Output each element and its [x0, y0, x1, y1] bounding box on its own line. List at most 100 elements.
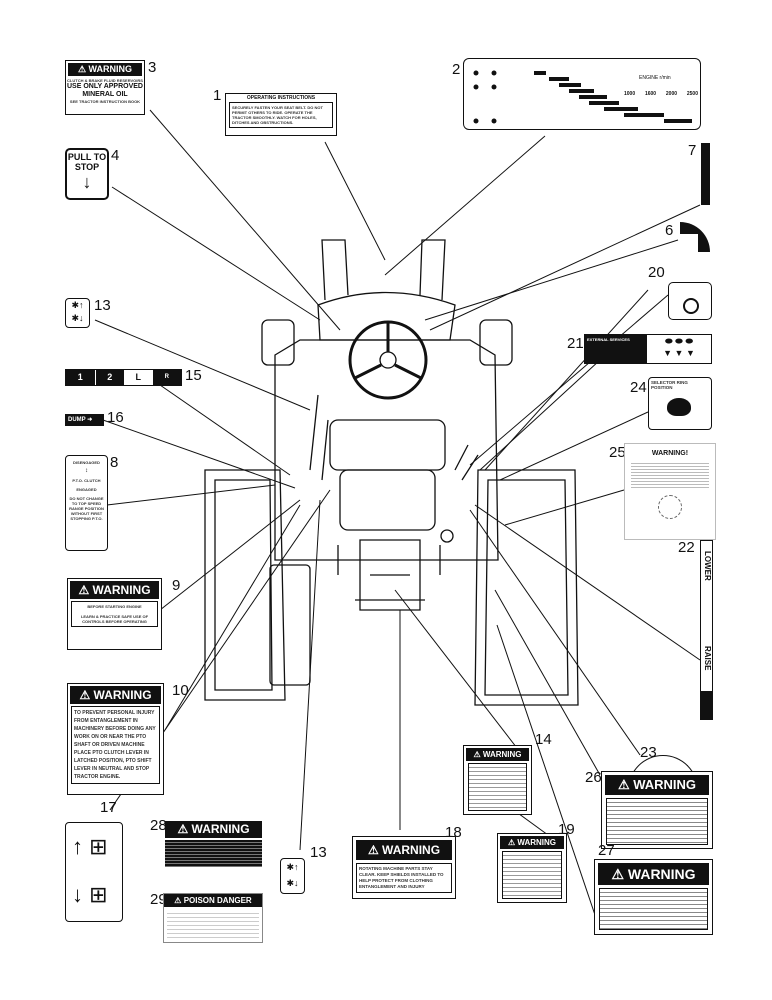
callout-6: 6	[665, 222, 674, 239]
callout-22: 22	[678, 539, 695, 556]
steering-hub	[379, 351, 397, 369]
rpm-tick: 1600	[644, 91, 657, 97]
engine-label: ENGINE r/min	[639, 75, 671, 81]
hitch-symbol-icon	[658, 495, 682, 519]
decal-body: ROTATING MACHINE PARTS STAY CLEAR. KEEP …	[356, 863, 452, 893]
decal-14-warning: ⚠ WARNING	[463, 745, 532, 815]
seat-cushion	[339, 469, 436, 531]
decal-line: MINERAL OIL	[82, 91, 128, 98]
front-left-tire	[261, 319, 295, 366]
rear-left-tire	[204, 469, 286, 701]
callout-2: 2	[452, 61, 461, 78]
decal-title: WARNING!	[651, 450, 689, 457]
callout-1: 1	[213, 87, 222, 104]
warning-header: ⚠ WARNING	[70, 581, 159, 599]
decal-line: STOP	[74, 162, 100, 172]
callout-10: 10	[172, 682, 189, 699]
rpm-tick: 2000	[665, 91, 678, 97]
callout-13: 13	[94, 297, 111, 314]
decal-body: SECURELY FASTEN YOUR SEAT BELT. DO NOT P…	[229, 102, 333, 128]
callout-28: 28	[150, 817, 167, 834]
decal-rops-warning: ⚠ WARNING	[601, 771, 713, 849]
callout-26: 26	[585, 769, 602, 786]
decal-line: BEFORE STARTING ENGINE	[87, 604, 142, 609]
seat-back	[329, 419, 446, 471]
warning-text: WARNING	[191, 822, 250, 836]
disengaged-label: DISENGAGED	[73, 460, 100, 465]
warning-header: ⚠ WARNING	[598, 863, 709, 885]
callout-4: 4	[111, 147, 120, 164]
pto-clutch-label: P.T.O. CLUTCH	[72, 478, 101, 483]
danger-text: POISON DANGER	[183, 896, 252, 905]
range-cell: R	[152, 370, 181, 385]
decal-pto-clutch: DISENGAGED ↕ P.T.O. CLUTCH ENGAGED DO NO…	[65, 455, 108, 551]
lower-label: LOWER	[703, 551, 712, 581]
decal-operating-instructions: OPERATING INSTRUCTIONS SECURELY FASTEN Y…	[225, 93, 337, 136]
decal-17: ↑ ⊞↓ ⊞	[65, 822, 123, 922]
callout-20: 20	[648, 264, 665, 281]
rops-frame	[321, 239, 446, 301]
danger-header: ⚠ POISON DANGER	[164, 894, 262, 907]
dump-label: DUMP	[68, 417, 86, 423]
decal-before-starting-warning: ⚠ WARNING BEFORE STARTING ENGINE LEARN & …	[67, 578, 162, 650]
callout-27: 27	[598, 842, 615, 859]
warning-header: ⚠ WARNING	[356, 840, 452, 860]
decal-line: USE ONLY APPROVED	[67, 83, 143, 90]
range-cell: 1	[66, 370, 95, 385]
decal-dump: DUMP ➜	[65, 414, 104, 426]
warning-text: WARNING	[88, 64, 133, 74]
selector-ring-icon	[667, 398, 691, 416]
warning-header: ⚠ WARNING	[605, 775, 709, 795]
battery-box	[269, 564, 311, 686]
warning-header: ⚠ WARNING	[500, 836, 564, 849]
callout-15: 15	[185, 367, 202, 384]
rear-right-tire	[474, 469, 579, 706]
decal-body: DO NOT CHANGE TO TOP SPEED RANGE POSITIO…	[69, 496, 104, 521]
decal-external-services: EXTERNAL SERVICES ⬬ ⬬ ⬬▼ ▼ ▼	[584, 334, 712, 364]
warning-text: WARNING	[92, 583, 151, 597]
decal-line: CLUTCH & BRAKE FLUID RESERVOIRS	[67, 78, 143, 83]
decal-poison-danger: ⚠ POISON DANGER	[163, 893, 263, 943]
decal-strip-7	[701, 143, 710, 205]
front-right-tire	[479, 319, 513, 366]
callout-7: 7	[688, 142, 697, 159]
decal-mineral-oil-warning: ⚠ WARNING CLUTCH & BRAKE FLUID RESERVOIR…	[65, 60, 145, 115]
warning-text: WARNING	[633, 777, 697, 792]
decal-battery-warning: ⚠ WARNING	[165, 821, 262, 869]
decal-rotating-parts-warning: ⚠ WARNING ROTATING MACHINE PARTS STAY CL…	[352, 836, 456, 899]
callout-16: 16	[107, 409, 124, 426]
control-symbol-icon	[683, 298, 699, 314]
callout-3: 3	[148, 59, 157, 76]
range-cell: 2	[94, 370, 124, 385]
decal-title: SELECTOR RING POSITION	[651, 380, 688, 390]
callout-24: 24	[630, 379, 647, 396]
callout-13: 13	[310, 844, 327, 861]
callout-29: 29	[150, 891, 167, 908]
decal-line: LEARN & PRACTICE SAFE USE OF CONTROLS BE…	[80, 614, 149, 624]
callout-17: 17	[100, 799, 117, 816]
decal-25-warning: WARNING!	[624, 443, 716, 540]
warning-header: ⚠ WARNING	[68, 63, 142, 76]
decal-selector-ring: SELECTOR RING POSITION	[648, 377, 712, 430]
decal-line: SEE TRACTOR INSTRUCTION BOOK	[69, 99, 141, 104]
leader-lines	[94, 109, 701, 916]
callout-21: 21	[567, 335, 584, 352]
warning-text: WARNING	[93, 688, 152, 702]
engaged-label: ENGAGED	[76, 487, 97, 492]
warning-header: ⚠ WARNING	[70, 686, 161, 704]
decal-pull-to-stop: PULL TO STOP ↓	[65, 148, 109, 200]
decal-20	[668, 282, 712, 320]
callout-9: 9	[172, 577, 181, 594]
arrow-down-icon: ↓	[82, 172, 92, 192]
decal-13: ✱↑✱↓	[65, 298, 90, 328]
decal-body: BEFORE STARTING ENGINE LEARN & PRACTICE S…	[71, 601, 158, 627]
decal-body: TO PREVENT PERSONAL INJURY FROM ENTANGLE…	[71, 706, 160, 784]
callout-25: 25	[609, 444, 626, 461]
warning-text: WARNING	[627, 866, 696, 882]
decal-27-warning: ⚠ WARNING	[594, 859, 713, 935]
warning-text: WARNING	[382, 843, 441, 857]
